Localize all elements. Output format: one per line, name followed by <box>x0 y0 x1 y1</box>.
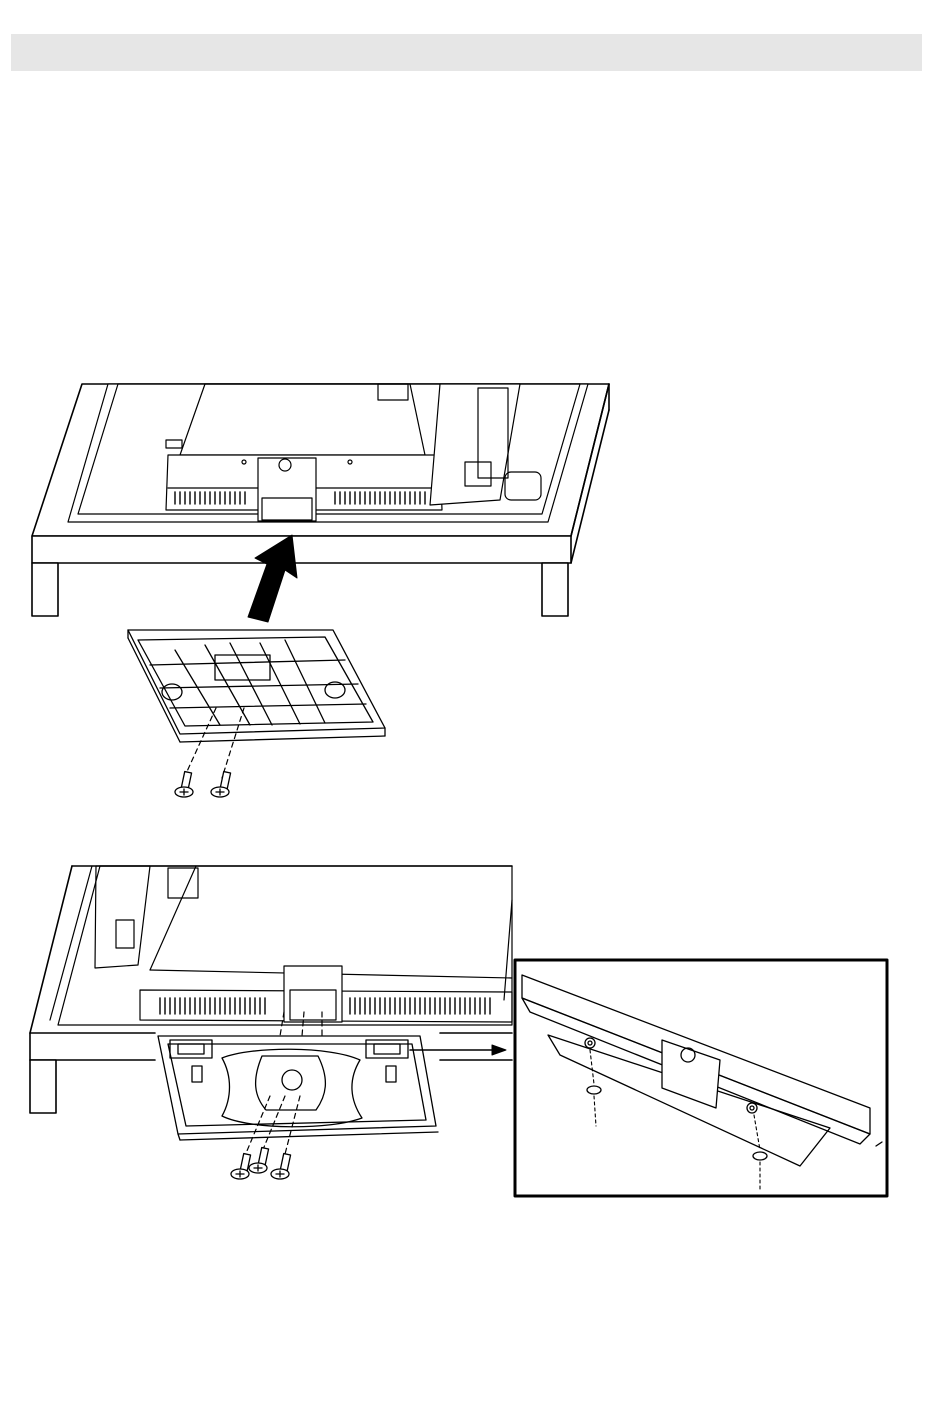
screw-icon <box>271 1154 291 1179</box>
tv-back-panel <box>68 384 588 522</box>
step-1-illustration <box>32 384 609 797</box>
stand-base-1 <box>128 630 385 742</box>
tv-back-panel <box>50 866 512 1025</box>
step-2-illustration <box>30 866 512 1179</box>
detail-inset <box>515 960 887 1196</box>
stand-base-2 <box>158 1036 438 1140</box>
screw-icon <box>231 1154 251 1179</box>
screw-icon <box>249 1148 269 1173</box>
right-arrow-icon <box>410 1045 506 1055</box>
screw-icon <box>211 772 231 797</box>
screw-icon <box>175 772 193 797</box>
